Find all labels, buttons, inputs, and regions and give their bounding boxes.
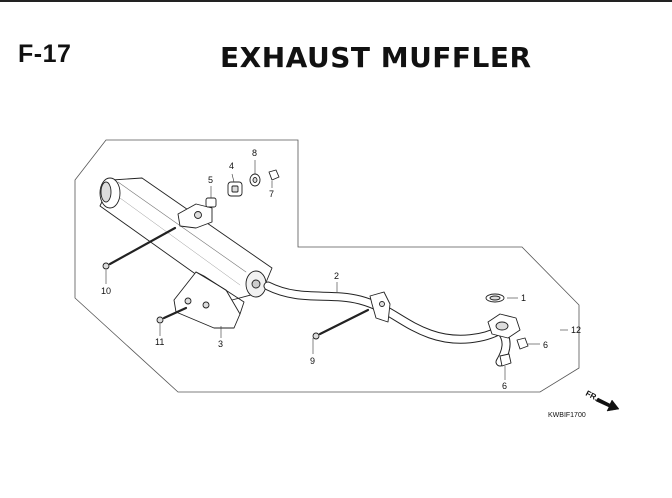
assembly-outline xyxy=(74,139,580,393)
bolt-10 xyxy=(102,226,177,270)
washer-8 xyxy=(249,173,261,187)
muffler-upper-bracket xyxy=(177,203,213,229)
callout-5: 5 xyxy=(208,175,213,185)
figure-reference-code: KWBIF1700 xyxy=(548,412,586,419)
leader-lines xyxy=(105,160,568,380)
page-title: EXHAUST MUFFLER xyxy=(220,41,532,74)
top-rule xyxy=(0,0,672,2)
exhaust-pipe xyxy=(263,281,521,367)
nut-7 xyxy=(268,169,280,181)
callout-10: 10 xyxy=(101,286,111,296)
callout-2: 2 xyxy=(334,271,339,281)
callout-3: 3 xyxy=(218,339,223,349)
collar-5 xyxy=(205,197,217,208)
callout-7: 7 xyxy=(269,189,274,199)
bolt-9 xyxy=(312,308,370,340)
callout-12: 12 xyxy=(571,325,581,335)
exhaust-gasket xyxy=(485,293,505,303)
callout-8: 8 xyxy=(252,148,257,158)
callout-9: 9 xyxy=(310,356,315,366)
bolt-11 xyxy=(156,306,188,324)
callout-6-lower: 6 xyxy=(502,381,507,391)
callout-11: 11 xyxy=(155,337,164,347)
front-arrow-icon xyxy=(595,397,620,412)
front-direction-indicator: FR. xyxy=(584,389,620,412)
rubber-mount-4 xyxy=(227,181,243,197)
callout-4: 4 xyxy=(229,161,234,171)
callout-6-right: 6 xyxy=(543,340,548,350)
cap-nut-lower xyxy=(499,353,512,367)
muffler-body xyxy=(99,177,273,301)
callout-1: 1 xyxy=(521,293,526,303)
section-code: F-17 xyxy=(18,40,72,68)
muffler-protector xyxy=(173,271,245,329)
cap-nut-right xyxy=(516,337,529,350)
